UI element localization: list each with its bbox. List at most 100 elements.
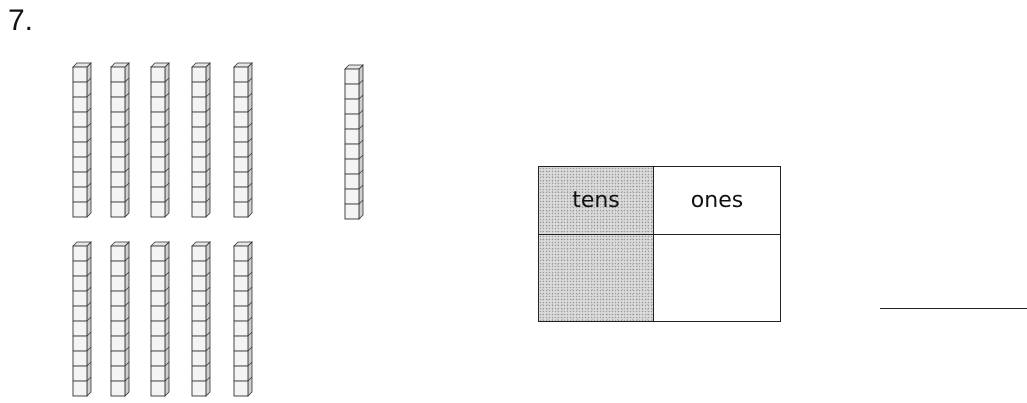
unit-cube: [73, 127, 87, 142]
unit-cube: [73, 336, 87, 351]
unit-cube: [234, 366, 248, 381]
unit-cube: [192, 112, 206, 127]
unit-cube: [111, 127, 125, 142]
unit-cube: [73, 202, 87, 217]
unit-cube: [73, 157, 87, 172]
unit-cube: [151, 172, 165, 187]
unit-cube: [73, 246, 87, 261]
unit-cube: [111, 351, 125, 366]
unit-cube: [345, 204, 359, 219]
unit-cube: [192, 202, 206, 217]
unit-cube: [111, 381, 125, 396]
unit-cube: [234, 82, 248, 97]
unit-cube: [111, 306, 125, 321]
unit-cube: [73, 142, 87, 157]
unit-cube: [192, 306, 206, 321]
unit-cube: [234, 246, 248, 261]
unit-cube: [151, 67, 165, 82]
tens-rod-top-3: [151, 63, 169, 217]
tens-answer-cell[interactable]: [539, 235, 654, 321]
unit-cube: [151, 112, 165, 127]
ones-header: ones: [654, 167, 780, 235]
unit-cube: [111, 366, 125, 381]
unit-cube: [151, 366, 165, 381]
place-value-table: tens ones: [538, 166, 781, 322]
unit-cube: [111, 172, 125, 187]
unit-cube: [192, 97, 206, 112]
unit-cube: [345, 189, 359, 204]
tens-rod-top-5: [234, 63, 252, 217]
unit-cube: [345, 114, 359, 129]
tens-rod-separate-1: [345, 65, 363, 219]
unit-cube: [111, 97, 125, 112]
unit-cube: [151, 202, 165, 217]
unit-cube: [111, 261, 125, 276]
unit-cube: [151, 276, 165, 291]
unit-cube: [192, 276, 206, 291]
unit-cube: [151, 291, 165, 306]
unit-cube: [151, 336, 165, 351]
tens-rod-bottom-5: [234, 242, 252, 396]
unit-cube: [192, 142, 206, 157]
unit-cube: [111, 142, 125, 157]
answer-line[interactable]: [880, 308, 1027, 309]
unit-cube: [192, 82, 206, 97]
unit-cube: [192, 351, 206, 366]
unit-cube: [151, 157, 165, 172]
unit-cube: [345, 129, 359, 144]
unit-cube: [73, 67, 87, 82]
unit-cube: [73, 187, 87, 202]
unit-cube: [345, 84, 359, 99]
unit-cube: [234, 172, 248, 187]
unit-cube: [151, 142, 165, 157]
unit-cube: [192, 172, 206, 187]
unit-cube: [345, 144, 359, 159]
unit-cube: [151, 306, 165, 321]
tens-rod-bottom-2: [111, 242, 129, 396]
unit-cube: [111, 291, 125, 306]
unit-cube: [192, 321, 206, 336]
unit-cube: [73, 381, 87, 396]
unit-cube: [234, 321, 248, 336]
unit-cube: [192, 261, 206, 276]
unit-cube: [345, 174, 359, 189]
unit-cube: [73, 351, 87, 366]
unit-cube: [234, 157, 248, 172]
unit-cube: [234, 202, 248, 217]
unit-cube: [111, 321, 125, 336]
ones-answer-cell[interactable]: [654, 235, 780, 321]
tens-rod-top-4: [192, 63, 210, 217]
unit-cube: [73, 366, 87, 381]
unit-cube: [111, 82, 125, 97]
unit-cube: [73, 172, 87, 187]
unit-cube: [345, 99, 359, 114]
unit-cube: [234, 276, 248, 291]
unit-cube: [192, 366, 206, 381]
unit-cube: [151, 82, 165, 97]
unit-cube: [111, 157, 125, 172]
unit-cube: [151, 261, 165, 276]
unit-cube: [192, 291, 206, 306]
unit-cube: [151, 381, 165, 396]
tens-header: tens: [539, 167, 654, 235]
unit-cube: [234, 261, 248, 276]
unit-cube: [111, 202, 125, 217]
unit-cube: [192, 381, 206, 396]
unit-cube: [151, 127, 165, 142]
unit-cube: [73, 276, 87, 291]
unit-cube: [151, 187, 165, 202]
unit-cube: [234, 187, 248, 202]
unit-cube: [234, 351, 248, 366]
tens-rod-bottom-4: [192, 242, 210, 396]
unit-cube: [234, 142, 248, 157]
unit-cube: [151, 351, 165, 366]
unit-cube: [73, 261, 87, 276]
tens-rod-bottom-3: [151, 242, 169, 396]
unit-cube: [345, 69, 359, 84]
unit-cube: [111, 336, 125, 351]
unit-cube: [234, 336, 248, 351]
unit-cube: [73, 291, 87, 306]
unit-cube: [345, 159, 359, 174]
unit-cube: [192, 246, 206, 261]
